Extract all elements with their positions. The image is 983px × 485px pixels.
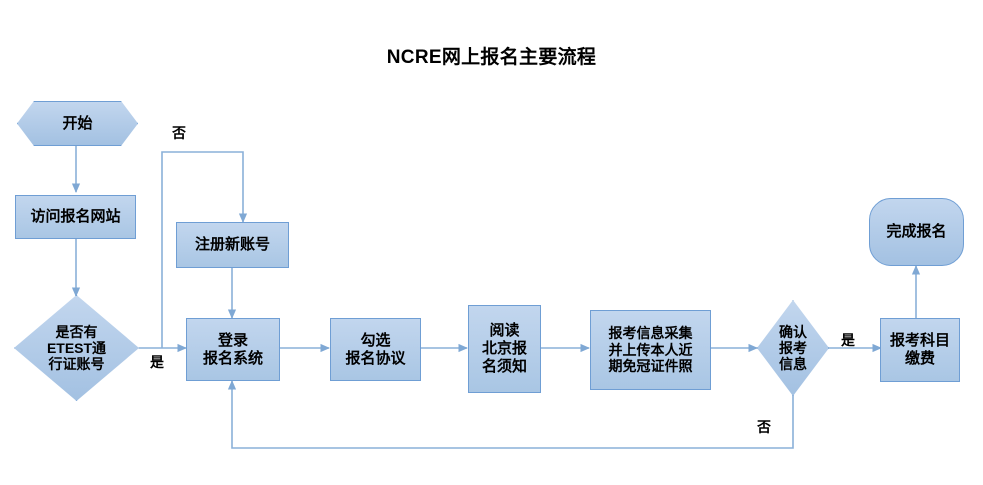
edge-label-no-back: 否: [757, 419, 771, 435]
node-confirm-info-label: 确认 报考 信息: [779, 323, 807, 373]
node-agreement[interactable]: 勾选 报名协议: [330, 318, 421, 381]
node-collect-info[interactable]: 报考信息采集 并上传本人近 期免冠证件照: [590, 310, 711, 390]
node-visit-site[interactable]: 访问报名网站: [15, 195, 136, 239]
edge-label-no-register: 否: [172, 125, 186, 141]
node-register[interactable]: 注册新账号: [176, 222, 289, 268]
node-read-notice[interactable]: 阅读 北京报 名须知: [468, 305, 541, 393]
node-start[interactable]: 开始: [17, 101, 138, 146]
edge-label-yes-login: 是: [150, 354, 164, 370]
node-has-account[interactable]: 是否有 ETEST通 行证账号: [14, 295, 139, 401]
node-finish[interactable]: 完成报名: [869, 198, 964, 266]
page-title: NCRE网上报名主要流程: [386, 47, 597, 68]
node-has-account-label: 是否有 ETEST通 行证账号: [46, 323, 107, 373]
edge-label-yes-pay: 是: [841, 332, 855, 348]
node-pay[interactable]: 报考科目 缴费: [880, 318, 960, 382]
node-confirm-info[interactable]: 确认 报考 信息: [757, 300, 829, 396]
node-login[interactable]: 登录 报名系统: [186, 318, 280, 381]
